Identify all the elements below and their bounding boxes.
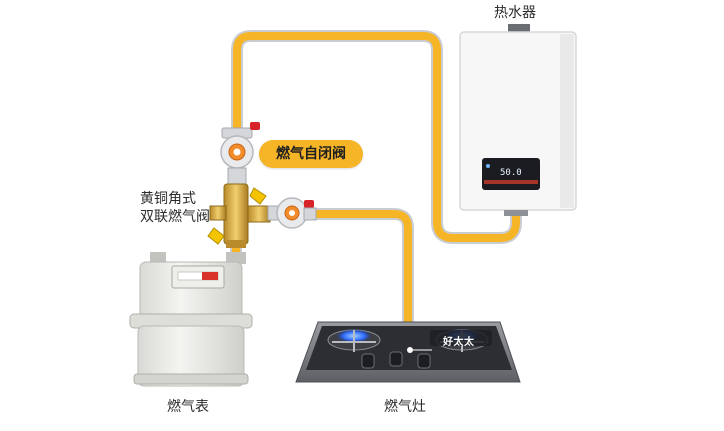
knob-icon bbox=[417, 353, 431, 369]
knob-icon bbox=[361, 353, 375, 369]
heater-display-bar bbox=[484, 180, 538, 184]
brass-double-valve bbox=[207, 183, 271, 248]
gas-meter-label: 燃气表 bbox=[167, 399, 209, 415]
water-heater bbox=[459, 24, 577, 216]
heater-display-readout: 50.0 bbox=[500, 168, 522, 178]
knob-icon bbox=[389, 351, 403, 367]
pipe-to-stove-outline bbox=[308, 208, 414, 328]
brass-valve-label-line2: 双联燃气阀 bbox=[140, 209, 210, 225]
gas-stove bbox=[295, 321, 521, 383]
brass-valve-lever-upper bbox=[249, 187, 267, 205]
heater-bottom-connector bbox=[504, 210, 528, 216]
self-closing-valve-side bbox=[267, 197, 317, 229]
stove-brand-text: 好太太 bbox=[443, 337, 475, 348]
gas-stove-label: 燃气灶 bbox=[384, 399, 426, 415]
pipe-to-heater bbox=[233, 32, 520, 242]
heater-indicator-dot bbox=[486, 164, 490, 168]
self-closing-valve-badge: 燃气自闭阀 bbox=[259, 140, 363, 168]
valve-red-handle bbox=[250, 122, 260, 130]
brass-valve-label: 黄铜角式 双联燃气阀 bbox=[140, 190, 210, 226]
heater-top-connector bbox=[508, 24, 530, 34]
brass-valve-label-line1: 黄铜角式 bbox=[140, 191, 196, 207]
pipe-to-stove bbox=[310, 210, 412, 326]
self-closing-valve-upper bbox=[220, 122, 260, 185]
water-heater-label: 热水器 bbox=[494, 5, 536, 21]
valve-red-handle bbox=[304, 200, 314, 208]
brass-valve-lever-lower bbox=[207, 227, 225, 245]
gas-meter bbox=[129, 252, 253, 387]
heater-side bbox=[560, 34, 574, 208]
stove-brand-panel bbox=[430, 330, 492, 346]
